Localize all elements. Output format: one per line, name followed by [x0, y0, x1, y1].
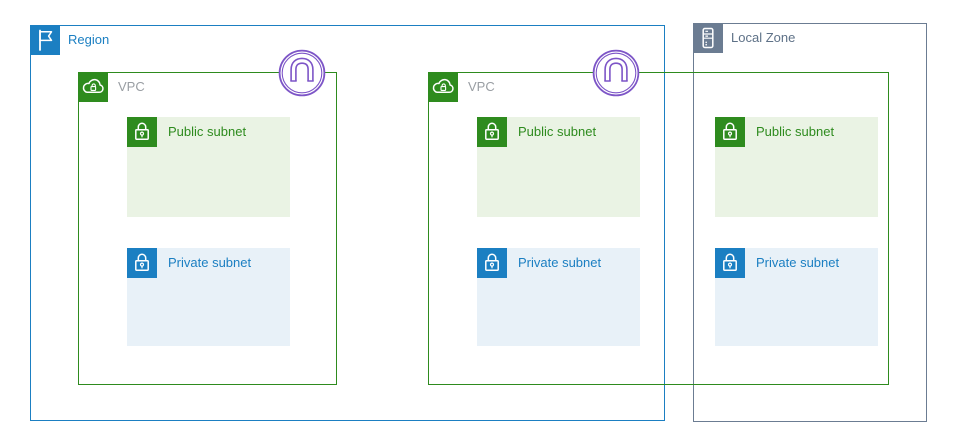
- region-container: [30, 25, 665, 421]
- vpc-peering-icon: [278, 49, 326, 97]
- private-subnet-label: Private subnet: [518, 255, 602, 270]
- local-zone-label: Local Zone: [731, 30, 796, 45]
- lock-icon: [715, 248, 745, 278]
- private-subnet-label: Private subnet: [168, 255, 252, 270]
- private-subnet-label: Private subnet: [756, 255, 840, 270]
- vpc-cloud-icon: [428, 72, 458, 102]
- local-zone-container: [693, 23, 927, 422]
- vpc-cloud-icon: [78, 72, 108, 102]
- vpc-peering-icon: [592, 49, 640, 97]
- lock-icon: [127, 117, 157, 147]
- public-subnet-label: Public subnet: [756, 124, 835, 139]
- lock-icon: [715, 117, 745, 147]
- public-subnet-label: Public subnet: [168, 124, 247, 139]
- flag-icon: [30, 25, 60, 55]
- vpc-left-container: [78, 72, 337, 385]
- public-subnet-label: Public subnet: [518, 124, 597, 139]
- vpc-right-container: [428, 72, 889, 385]
- vpc-label: VPC: [468, 79, 495, 94]
- vpc-label: VPC: [118, 79, 145, 94]
- lock-icon: [477, 117, 507, 147]
- region-label: Region: [68, 32, 110, 47]
- lock-icon: [127, 248, 157, 278]
- lock-icon: [477, 248, 507, 278]
- server-icon: [693, 23, 723, 53]
